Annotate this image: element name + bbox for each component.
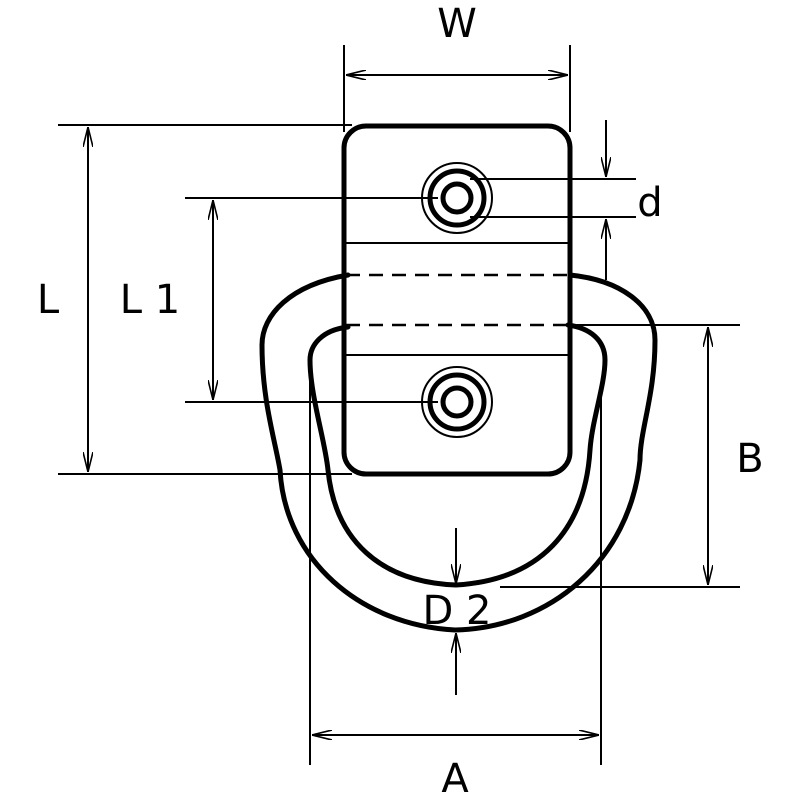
dimension-a [309,360,602,765]
d-ring-inner [307,322,608,588]
dimension-b [500,324,740,588]
label-l1: L 1 [120,277,180,323]
label-d: d [637,180,662,226]
label-w: W [437,1,477,47]
label-d2: D 2 [423,588,492,634]
label-l: L [37,277,60,323]
label-b: B [736,436,763,482]
dimension-l [58,124,352,475]
mounting-plate [341,123,573,477]
dimension-w [343,45,571,132]
label-a: A [441,756,469,800]
dimension-d [470,120,636,280]
dimension-l1 [185,197,438,403]
d-ring-outer [259,272,658,633]
